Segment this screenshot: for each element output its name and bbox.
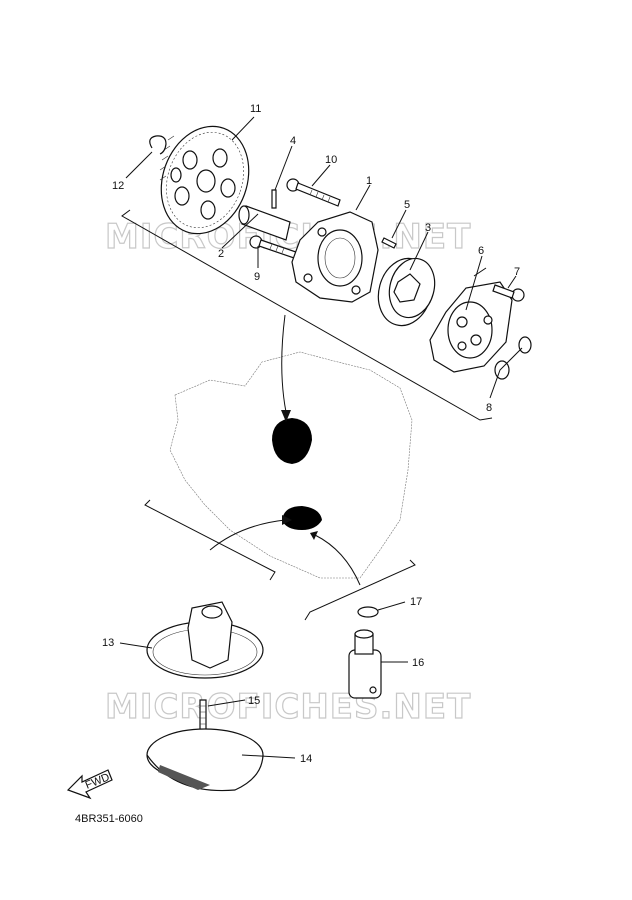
lower-left-panel <box>144 499 276 581</box>
driven-gear <box>159 125 250 235</box>
part-label-1: 1 <box>366 175 372 187</box>
relief-valve <box>348 629 382 699</box>
part-label-11: 11 <box>250 103 261 115</box>
strainer-housing <box>146 601 264 679</box>
part-label-6: 6 <box>478 245 484 257</box>
o-ring-17 <box>357 606 379 618</box>
rotor-assembly <box>377 257 436 327</box>
mount-upper <box>272 418 312 464</box>
diagram-code: 4BR351-6060 <box>75 813 143 825</box>
dowel-pin-5 <box>381 237 397 249</box>
leader-lines <box>119 116 523 759</box>
part-label-15: 15 <box>248 695 260 707</box>
mount-lower <box>282 506 322 530</box>
pump-shaft <box>238 205 291 241</box>
part-label-14: 14 <box>300 753 312 765</box>
circlip <box>149 135 167 155</box>
upper-panel-border <box>121 209 493 421</box>
lower-right-panel <box>304 559 416 621</box>
part-label-9: 9 <box>254 271 260 283</box>
part-label-5: 5 <box>404 199 410 211</box>
fwd-label: FWD <box>84 771 112 792</box>
assembly-arrow-left <box>209 519 286 551</box>
part-label-10: 10 <box>325 154 337 166</box>
strainer-screen <box>146 728 264 792</box>
screen-mesh <box>158 765 210 790</box>
screw-7 <box>492 284 525 302</box>
fwd-arrow-icon: FWD <box>66 769 113 800</box>
watermark-bottom: MICROFICHES.NET <box>105 687 471 727</box>
part-label-13: 13 <box>102 637 114 649</box>
part-label-4: 4 <box>290 135 296 147</box>
part-label-3: 3 <box>425 222 431 234</box>
part-label-7: 7 <box>514 266 520 278</box>
part-label-16: 16 <box>412 657 424 669</box>
engine-outline <box>169 351 413 579</box>
part-label-12: 12 <box>112 180 124 192</box>
part-label-8: 8 <box>486 402 492 414</box>
part-label-2: 2 <box>218 248 224 260</box>
pump-cover <box>429 281 513 373</box>
pump-body <box>291 211 379 303</box>
dowel-pin-4 <box>271 189 277 209</box>
bolt-10 <box>286 178 341 207</box>
part-label-17: 17 <box>410 596 422 608</box>
assembly-arrow-right <box>314 534 361 586</box>
assembly-arrow-upper <box>281 314 287 413</box>
